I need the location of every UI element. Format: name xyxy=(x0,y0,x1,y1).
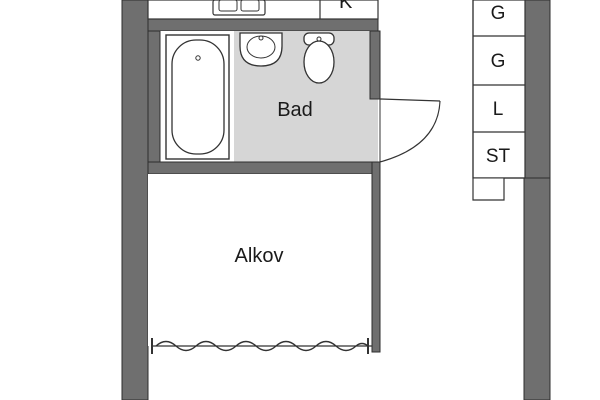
kitchen-partition-wall xyxy=(147,18,379,32)
closet-label-2: G xyxy=(491,51,506,72)
alcove-floor xyxy=(148,174,374,346)
right-outer-wall-upper xyxy=(523,0,551,179)
kitchen-cabinet-label: K xyxy=(339,0,353,13)
bathroom-wall-left xyxy=(147,30,161,163)
bathroom-door-icon xyxy=(379,98,441,163)
bathroom-wall-right-upper xyxy=(369,30,381,100)
bathroom-wall-bottom xyxy=(147,161,381,175)
closet-label-1: G xyxy=(491,3,506,24)
right-outer-wall-lower xyxy=(523,177,551,400)
kitchen-sink-icon xyxy=(212,0,266,16)
alcove-wall-right xyxy=(371,161,381,353)
left-outer-wall xyxy=(121,0,149,400)
bathtub-icon xyxy=(165,34,230,160)
closet-label-4: ST xyxy=(486,146,511,167)
alcove-label: Alkov xyxy=(235,245,284,267)
washbasin-icon xyxy=(239,32,283,67)
bathroom-label: Bad xyxy=(277,99,313,121)
closet-label-3: L xyxy=(493,99,504,120)
curtain-icon xyxy=(151,338,372,354)
closet-column xyxy=(472,0,526,201)
toilet-icon xyxy=(303,32,335,84)
